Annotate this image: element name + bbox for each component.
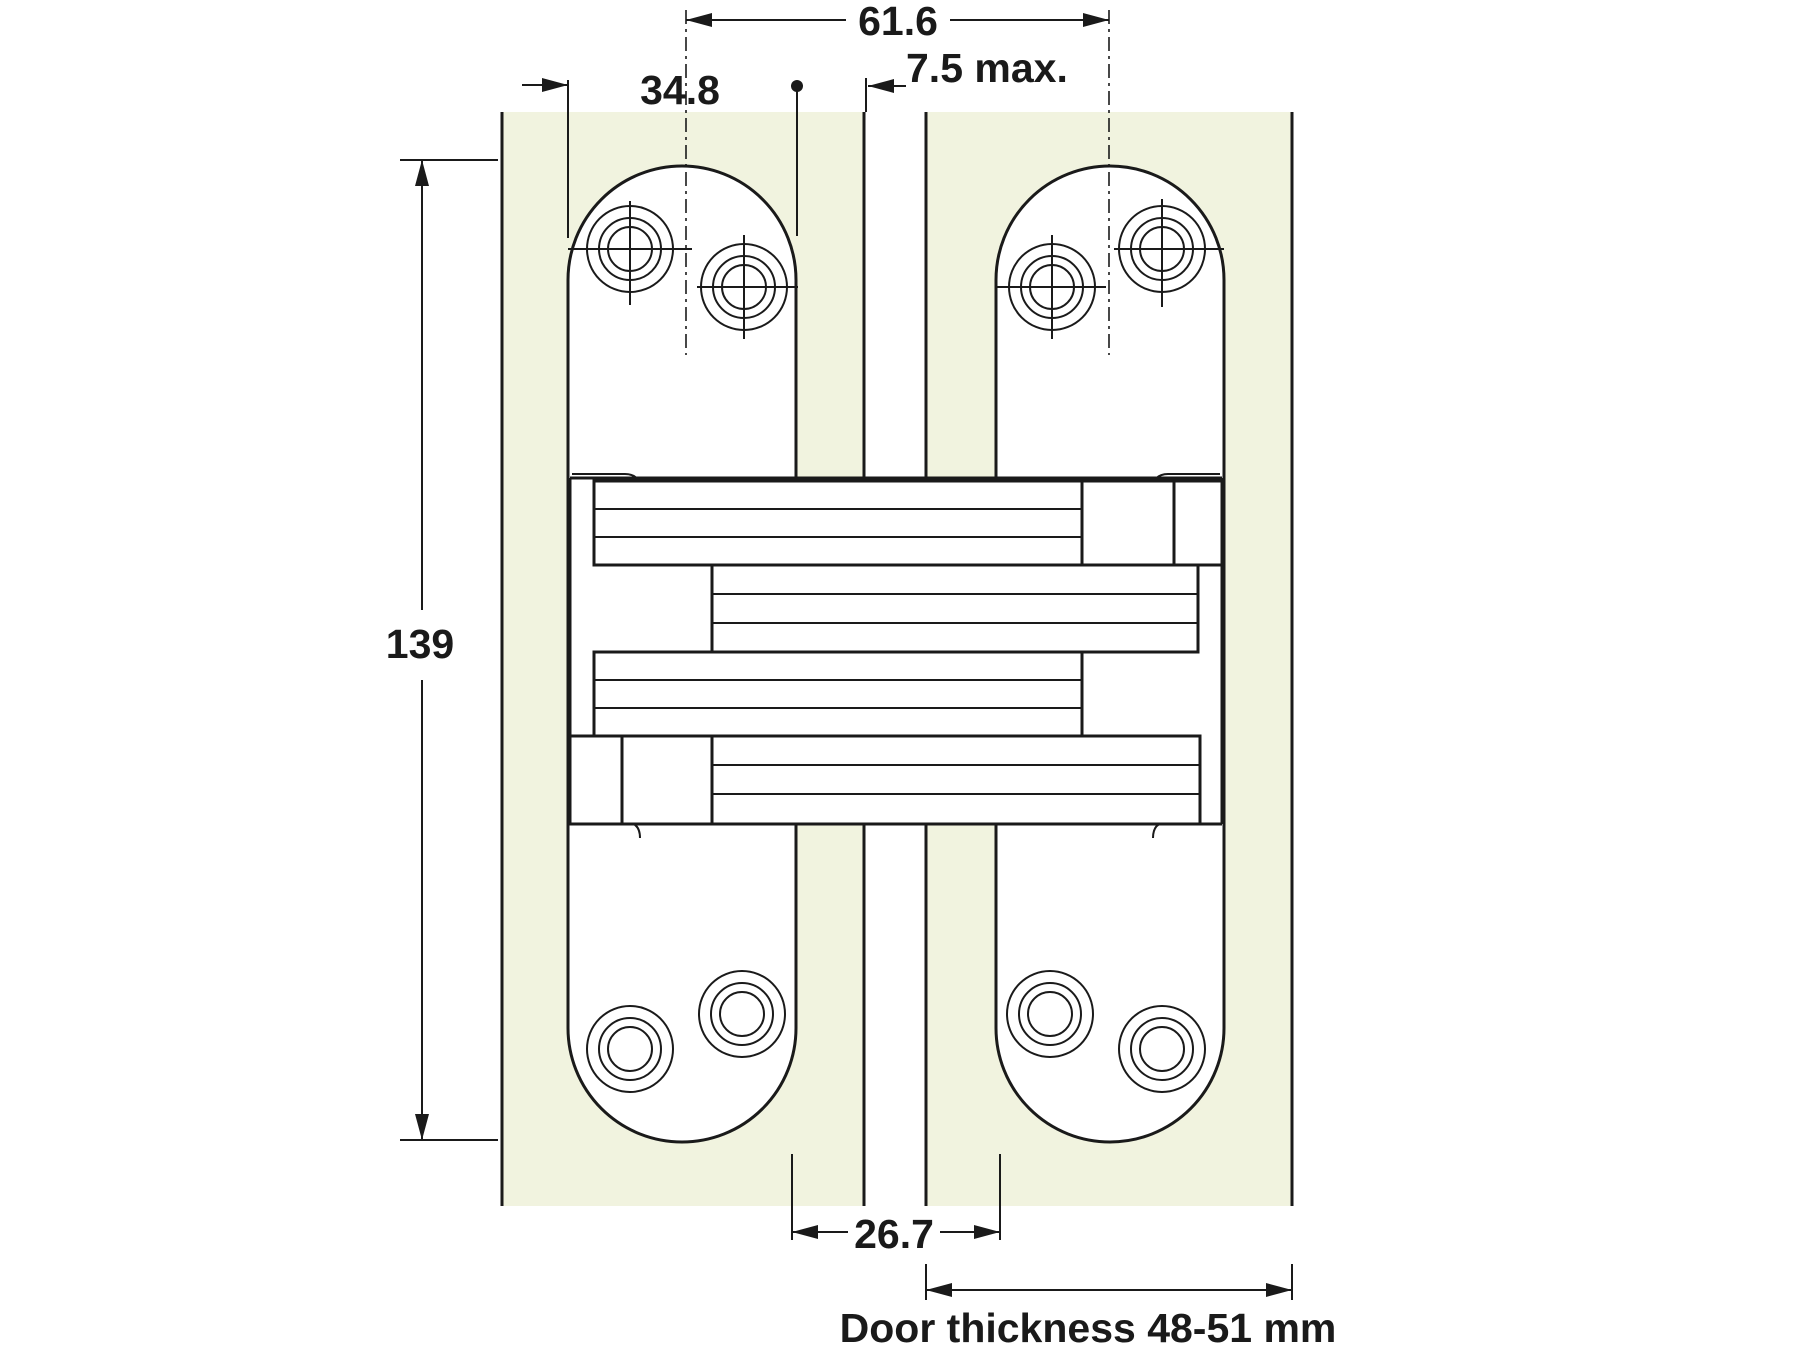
screw-hole-top-right-1 xyxy=(996,235,1106,339)
link-block-4 xyxy=(620,734,714,826)
dim-door-thickness: Door thickness 48-51 mm xyxy=(840,1264,1337,1350)
screw-hole-top-left-2 xyxy=(697,235,798,339)
link-block-2 xyxy=(1172,479,1224,567)
link-block-1 xyxy=(1080,479,1176,567)
link-bar-2 xyxy=(710,563,1200,654)
dim-overall-width: 61.6 xyxy=(686,0,1109,44)
dim-height-label: 139 xyxy=(386,621,454,667)
dim-door-thickness-label: Door thickness 48-51 mm xyxy=(840,1305,1337,1350)
screw-hole-top-right-2 xyxy=(1114,199,1224,307)
dim-hole-offset: 34.8 xyxy=(522,67,803,238)
screw-hole-top-left-1 xyxy=(568,201,692,305)
dim-hole-offset-label: 34.8 xyxy=(640,67,720,113)
dim-overall-width-label: 61.6 xyxy=(858,0,938,44)
dim-depth: 26.7 xyxy=(791,1154,1001,1257)
link-bar-3 xyxy=(592,650,1084,738)
link-block-3 xyxy=(568,734,624,826)
dim-gap-max: 7.5 max. xyxy=(865,45,1068,112)
hinge-mechanism xyxy=(568,476,1224,826)
dim-depth-label: 26.7 xyxy=(854,1211,934,1257)
dim-height: 139 xyxy=(386,159,498,1141)
dim-gap-max-label: 7.5 max. xyxy=(906,45,1068,91)
link-bar-1 xyxy=(592,479,1084,567)
link-bar-4 xyxy=(710,734,1202,826)
